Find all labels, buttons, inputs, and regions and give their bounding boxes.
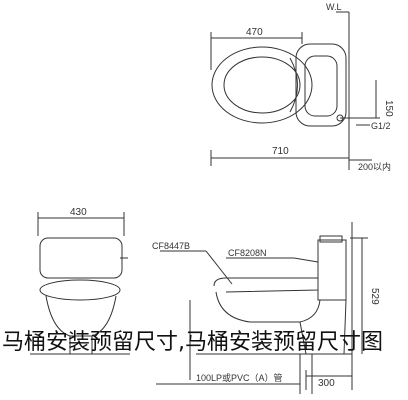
top-view — [210, 11, 380, 170]
supply-height-dimension: 150 — [383, 100, 394, 117]
seat-model-label: CF8447B — [152, 241, 190, 251]
front-view — [30, 212, 130, 355]
rough-in-dimension: 300 — [318, 378, 335, 389]
side-view — [156, 222, 368, 394]
drain-pipe-label: 100LP或PVC（A）管 — [196, 372, 283, 383]
length-dimension: 710 — [272, 146, 289, 157]
image-caption: 马桶安装预留尺寸,马桶安装预留尺寸图 — [2, 330, 383, 355]
front-width-dimension: 430 — [70, 207, 87, 218]
supply-thread-label: G1/2 — [371, 121, 391, 131]
wall-line-label: W.L — [326, 2, 342, 12]
height-dimension: 529 — [369, 288, 380, 305]
top-width-dimension: 470 — [246, 27, 263, 38]
bowl-model-label: CF8208N — [228, 248, 267, 258]
drain-offset-dimension: 200以内 — [358, 161, 391, 172]
